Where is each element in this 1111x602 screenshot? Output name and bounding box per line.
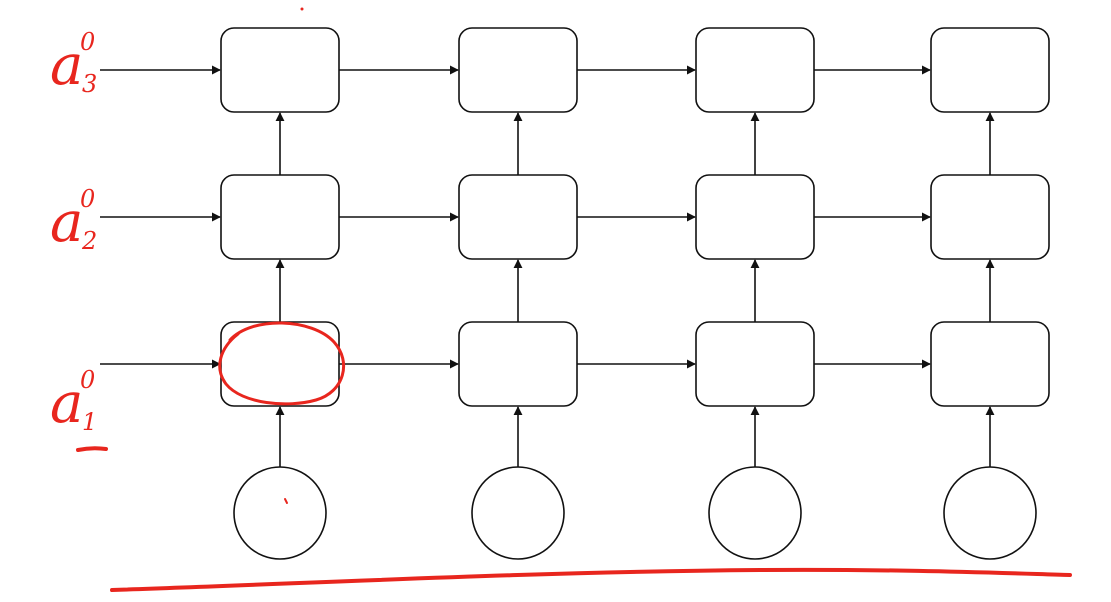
layer-3-step-4-cell (930, 27, 1050, 113)
layer-1-step-4-cell (930, 321, 1050, 407)
input-node-4 (943, 466, 1037, 560)
row-label-superscript: 0 (80, 366, 95, 394)
row-label-subscript: 1 (82, 408, 97, 436)
row-label-subscript: 2 (81, 227, 97, 255)
row-label-subscript: 3 (82, 70, 97, 98)
row-label-3: a0 3 (50, 28, 97, 98)
row-label-base: a (50, 371, 83, 436)
input-node-2 (471, 466, 565, 560)
layer-1-step-2-cell (458, 321, 578, 407)
row-label-1: a0 1 (50, 366, 108, 452)
annotation-underline (110, 567, 1072, 592)
stray-dot (300, 7, 304, 11)
row-label-base: a (50, 33, 83, 98)
layer-2-step-3-cell (695, 174, 815, 260)
subscript-underline-mark (76, 446, 108, 452)
row-label-superscript: 0 (80, 28, 95, 56)
edges (100, 65, 995, 467)
annotation-circle (218, 321, 346, 406)
layer-2-step-1-cell (220, 174, 340, 260)
nodes (220, 27, 1050, 560)
row-label-superscript: 0 (80, 185, 95, 213)
annotations (110, 7, 1072, 592)
stray-tick (284, 498, 288, 504)
layer-2-step-4-cell (930, 174, 1050, 260)
layer-1-step-3-cell (695, 321, 815, 407)
layer-2-step-2-cell (458, 174, 578, 260)
layer-3-step-3-cell (695, 27, 815, 113)
layer-3-step-2-cell (458, 27, 578, 113)
row-label-2: a0 2 (50, 185, 97, 255)
input-node-3 (708, 466, 802, 560)
row-label-base: a (50, 190, 83, 255)
layer-3-step-1-cell (220, 27, 340, 113)
input-node-1 (233, 466, 327, 560)
